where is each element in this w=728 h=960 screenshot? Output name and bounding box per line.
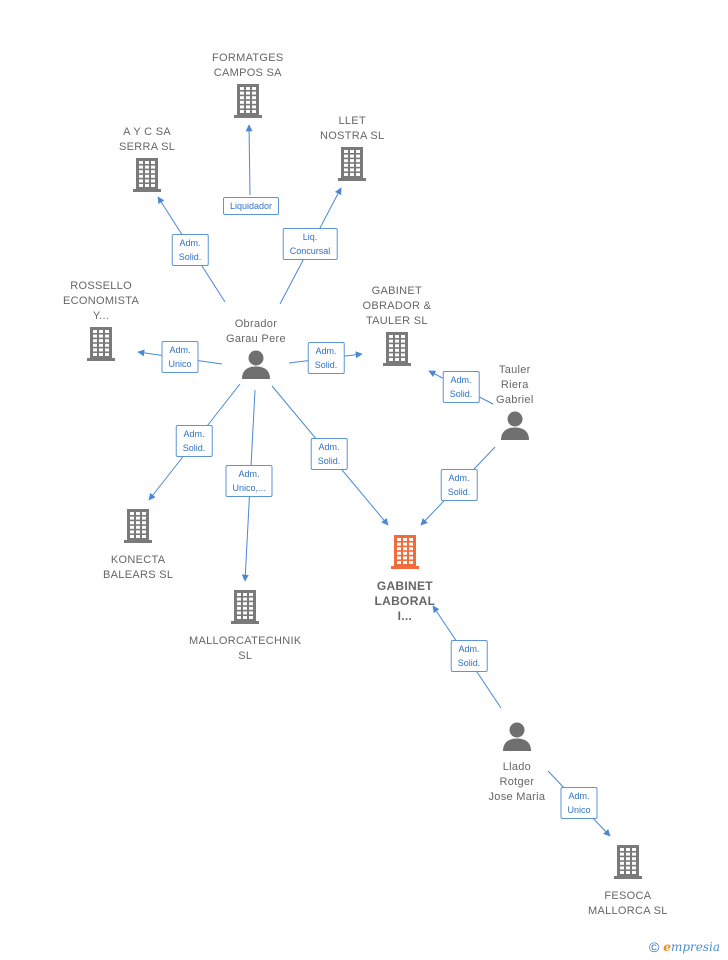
edge-label-obrador-to-rossello[interactable]: Adm. Unico	[161, 341, 199, 373]
node-label-obrador: Obrador Garau Pere	[226, 318, 286, 345]
node-gabinet_laboral[interactable]: GABINET LABORAL I...	[375, 534, 436, 624]
node-label-ayc: A Y C SA SERRA SL	[119, 126, 176, 153]
node-formatges[interactable]: FORMATGES CAMPOS SA	[212, 51, 284, 124]
person-icon	[501, 721, 533, 756]
edge-label-obrador-to-mallorcatechnik[interactable]: Adm. Unico,...	[225, 465, 273, 497]
node-tauler[interactable]: Tauler Riera Gabriel	[496, 363, 534, 445]
node-mallorcatechnik[interactable]: MALLORCATECHNIK SL	[189, 589, 301, 664]
building-icon	[381, 331, 413, 372]
edge-label-obrador-to-konecta[interactable]: Adm. Solid.	[175, 425, 213, 457]
node-label-llet: LLET NOSTRA SL	[320, 115, 385, 142]
edge-label-tauler-to-gabinet_laboral[interactable]: Adm. Solid.	[440, 469, 478, 501]
edge-label-obrador-to-ayc[interactable]: Adm. Solid.	[171, 234, 209, 266]
node-label-mallorcatechnik: MALLORCATECHNIK SL	[189, 635, 302, 662]
node-ayc[interactable]: A Y C SA SERRA SL	[119, 125, 175, 198]
building-icon	[131, 157, 163, 198]
node-gabinet_ot[interactable]: GABINET OBRADOR & TAULER SL	[363, 284, 432, 372]
node-llado[interactable]: Llado Rotger Jose Maria	[489, 721, 546, 805]
edge-label-obrador-to-formatges[interactable]: Liquidador	[222, 197, 280, 215]
edge-label-obrador-to-gabinet_ot[interactable]: Adm. Solid.	[307, 342, 345, 374]
building-icon	[85, 326, 117, 367]
copyright-symbol: ©	[648, 939, 660, 955]
edge-obrador-to-formatges	[245, 124, 253, 196]
building-icon	[389, 534, 421, 575]
node-fesoca[interactable]: FESOCA MALLORCA SL	[588, 844, 668, 919]
node-label-fesoca: FESOCA MALLORCA SL	[588, 890, 668, 917]
edge-label-llado-to-fesoca[interactable]: Adm. Unico	[560, 787, 598, 819]
building-icon	[336, 146, 368, 187]
node-label-konecta: KONECTA BALEARS SL	[103, 554, 174, 581]
building-icon	[122, 508, 154, 549]
node-label-rossello: ROSSELLO ECONOMISTA Y...	[63, 280, 140, 322]
building-icon	[229, 589, 261, 630]
node-obrador[interactable]: Obrador Garau Pere	[226, 317, 286, 384]
edge-label-llado-to-gabinet_laboral[interactable]: Adm. Solid.	[450, 640, 488, 672]
node-rossello[interactable]: ROSSELLO ECONOMISTA Y...	[63, 279, 139, 367]
building-icon	[232, 83, 264, 124]
node-llet[interactable]: LLET NOSTRA SL	[320, 114, 384, 187]
edge-label-obrador-to-gabinet_laboral[interactable]: Adm. Solid.	[310, 438, 348, 470]
building-icon	[612, 844, 644, 885]
node-label-llado: Llado Rotger Jose Maria	[488, 761, 546, 803]
node-label-formatges: FORMATGES CAMPOS SA	[212, 52, 284, 79]
node-label-gabinet_laboral: GABINET LABORAL I...	[374, 579, 436, 623]
empresia-logo[interactable]: © empresia	[649, 939, 720, 955]
edge-label-obrador-to-llet[interactable]: Liq. Concursal	[282, 228, 338, 260]
person-icon	[499, 410, 531, 445]
edge-label-tauler-to-gabinet_ot[interactable]: Adm. Solid.	[442, 371, 480, 403]
node-label-gabinet_ot: GABINET OBRADOR & TAULER SL	[362, 285, 432, 327]
node-label-tauler: Tauler Riera Gabriel	[496, 364, 534, 406]
brand-name: empresia	[663, 940, 720, 954]
person-icon	[240, 349, 272, 384]
node-konecta[interactable]: KONECTA BALEARS SL	[103, 508, 173, 583]
